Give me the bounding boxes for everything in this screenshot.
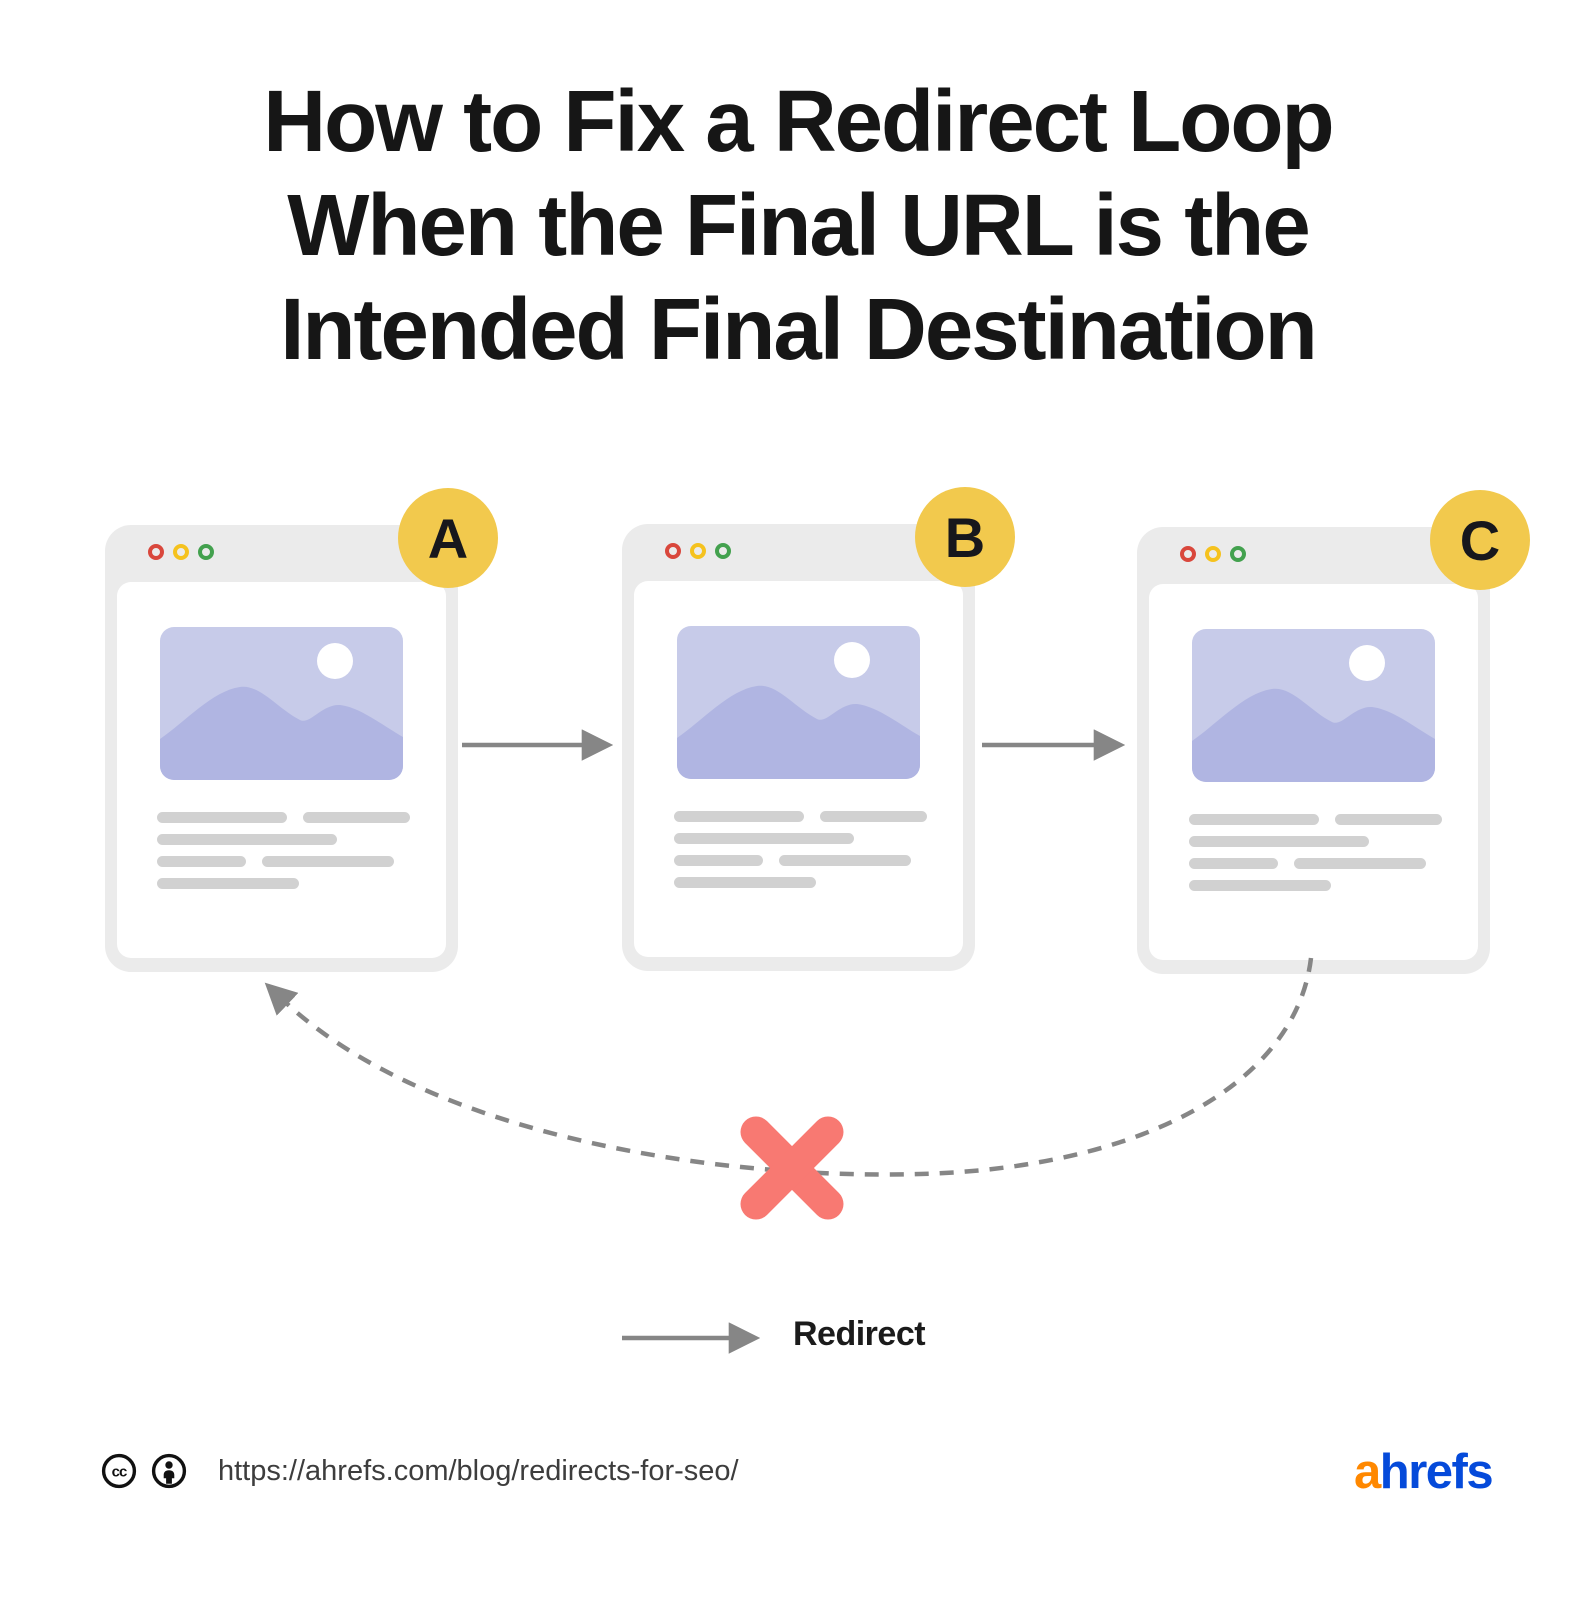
- title-line-2: When the Final URL is the: [287, 177, 1310, 274]
- footer: cc https://ahrefs.com/blog/redirects-for…: [100, 1452, 739, 1490]
- text-line-placeholder: [1189, 880, 1331, 891]
- text-placeholder-block: [157, 812, 412, 900]
- badge-a: A: [398, 488, 498, 588]
- blocked-x-icon: [740, 1116, 844, 1220]
- attribution-person-icon: [151, 1453, 187, 1489]
- text-line-placeholder: [1189, 814, 1319, 825]
- svg-text:cc: cc: [112, 1464, 127, 1481]
- page-content: [634, 581, 963, 957]
- browser-window-c: C: [1137, 490, 1530, 974]
- image-placeholder-icon: [160, 627, 403, 780]
- ahrefs-logo-a: a: [1354, 1445, 1381, 1499]
- browser-window-b: B: [622, 487, 1015, 971]
- legend-label: Redirect: [793, 1315, 926, 1353]
- text-line-placeholder: [820, 811, 927, 822]
- ahrefs-logo-hrefs: hrefs: [1379, 1445, 1494, 1499]
- text-line-placeholder: [674, 833, 854, 844]
- text-placeholder-block: [1189, 814, 1444, 902]
- text-line-placeholder: [674, 855, 763, 866]
- window-controls: [1180, 546, 1246, 562]
- traffic-light-red-icon: [148, 544, 164, 560]
- badge-c-letter: C: [1459, 508, 1501, 572]
- source-url: https://ahrefs.com/blog/redirects-for-se…: [218, 1454, 739, 1487]
- traffic-light-yellow-icon: [1205, 546, 1221, 562]
- text-placeholder-block: [674, 811, 929, 899]
- text-line-placeholder: [674, 877, 816, 888]
- image-placeholder-icon: [677, 626, 920, 779]
- traffic-light-yellow-icon: [690, 543, 706, 559]
- text-line-placeholder: [262, 856, 394, 867]
- badge-b: B: [915, 487, 1015, 587]
- traffic-light-green-icon: [198, 544, 214, 560]
- browser-window-a: A: [105, 488, 498, 972]
- image-placeholder-icon: [1192, 629, 1435, 782]
- text-line-placeholder: [157, 812, 287, 823]
- text-line-placeholder: [674, 811, 804, 822]
- ahrefs-logo: ahrefs: [1354, 1444, 1494, 1500]
- text-line-placeholder: [1189, 858, 1278, 869]
- page-title: How to Fix a Redirect Loop When the Fina…: [0, 70, 1596, 382]
- title-line-1: How to Fix a Redirect Loop: [263, 73, 1334, 170]
- title-line-3: Intended Final Destination: [280, 281, 1318, 378]
- text-line-placeholder: [157, 834, 337, 845]
- text-line-placeholder: [157, 856, 246, 867]
- window-controls: [148, 544, 214, 560]
- traffic-light-red-icon: [1180, 546, 1196, 562]
- traffic-light-yellow-icon: [173, 544, 189, 560]
- text-line-placeholder: [1294, 858, 1426, 869]
- badge-a-letter: A: [427, 506, 469, 570]
- loop-dashed-arrow-icon: [264, 957, 1314, 1177]
- page-content: [117, 582, 446, 958]
- window-controls: [665, 543, 731, 559]
- traffic-light-green-icon: [1230, 546, 1246, 562]
- page-content: [1149, 584, 1478, 960]
- text-line-placeholder: [1335, 814, 1442, 825]
- text-line-placeholder: [157, 878, 299, 889]
- text-line-placeholder: [303, 812, 410, 823]
- badge-b-letter: B: [944, 505, 986, 569]
- traffic-light-red-icon: [665, 543, 681, 559]
- text-line-placeholder: [1189, 836, 1369, 847]
- badge-c: C: [1430, 490, 1530, 590]
- traffic-light-green-icon: [715, 543, 731, 559]
- text-line-placeholder: [779, 855, 911, 866]
- cc-icon: cc: [101, 1453, 137, 1489]
